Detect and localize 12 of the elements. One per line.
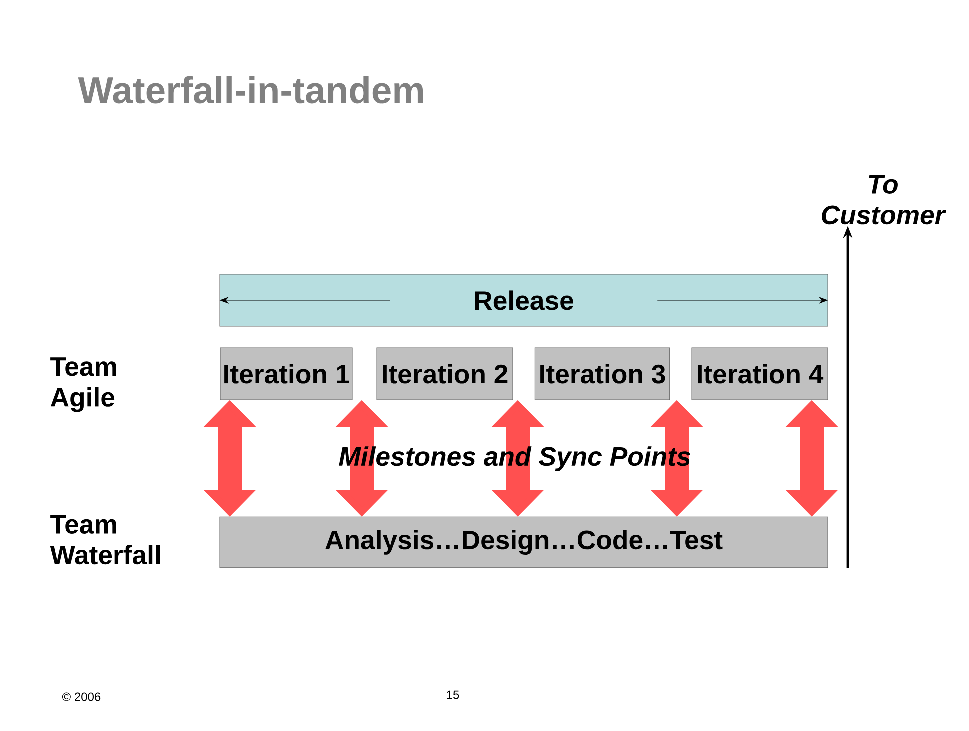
- iteration-box: Iteration 2: [376, 348, 514, 400]
- team-label: Team Waterfall: [50, 515, 160, 565]
- slide-title: Waterfall-in-tandem: [78, 76, 424, 104]
- release-bar: Release: [220, 274, 828, 327]
- page-number: 15: [447, 690, 460, 700]
- copyright-text: © 2006: [62, 692, 101, 702]
- iteration-box: Iteration 1: [220, 348, 353, 400]
- iteration-box: Iteration 4: [692, 348, 828, 400]
- phase-bar: Analysis…Design…Code…Test: [220, 516, 828, 568]
- team-label: Team Agile: [50, 358, 116, 412]
- iteration-box: Iteration 3: [534, 348, 670, 400]
- label-text: To Customer: [822, 175, 946, 225]
